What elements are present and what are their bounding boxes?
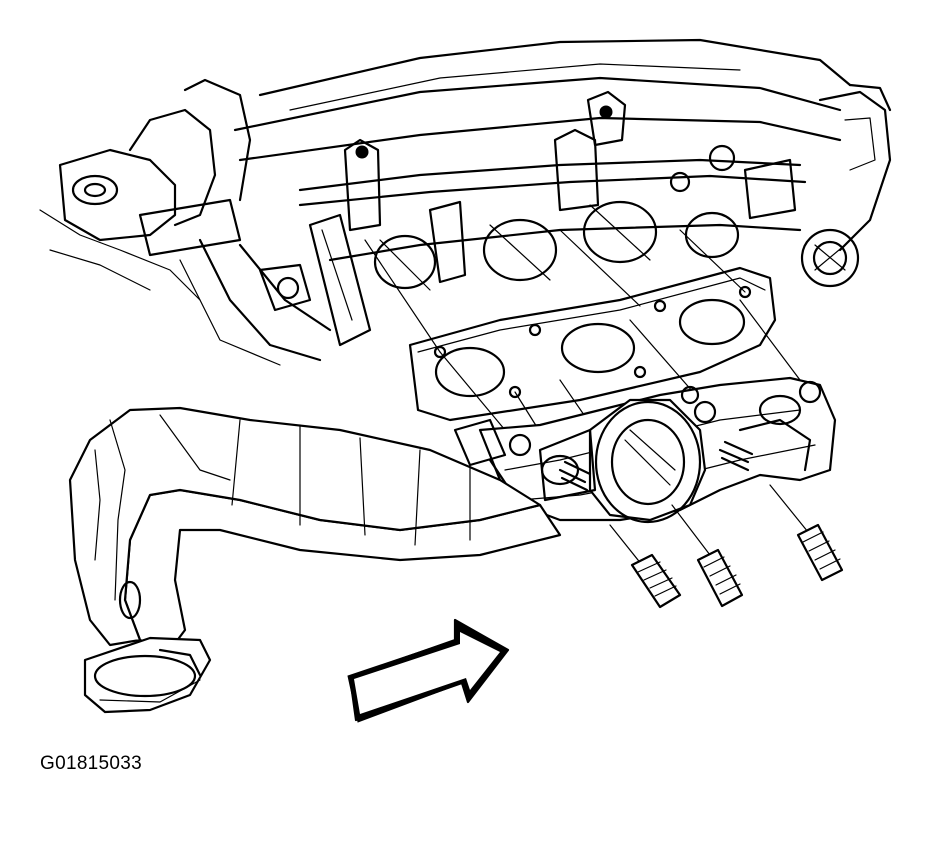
- bolt-1: [609, 524, 682, 609]
- manifold-bolts: [609, 484, 844, 609]
- exhaust-manifold: [453, 376, 837, 524]
- exhaust-manifold-gasket: [408, 266, 777, 422]
- figure-code-label: G01815033: [40, 753, 143, 774]
- direction-arrow: [347, 618, 510, 723]
- bolt-2: [671, 504, 744, 608]
- manifold-studs: [508, 380, 822, 492]
- exhaust-crossover-pipe: [68, 406, 562, 714]
- bolt-3: [769, 484, 844, 582]
- engine-cylinder-head: [39, 38, 892, 366]
